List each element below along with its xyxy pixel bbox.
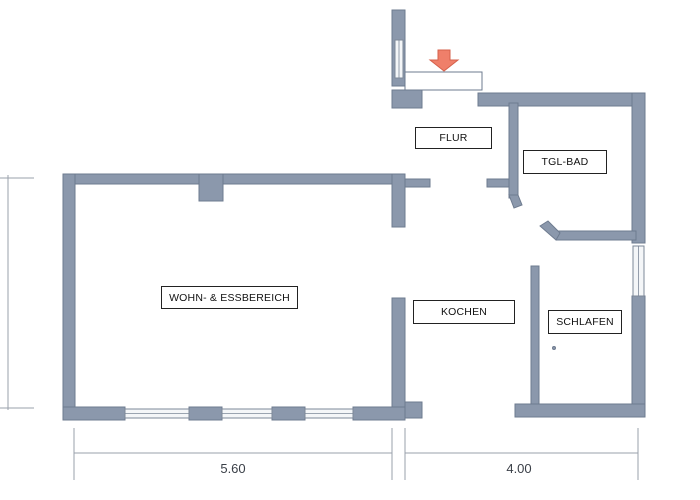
bottom-window-2 [221,408,273,419]
dimension-right-label: 4.00 [506,461,531,476]
bottom-wall-right [514,403,646,418]
dimension-right: 4.00 [404,428,639,480]
kitchen-corner [404,401,423,419]
room-label-schlafen: SCHLAFEN [548,310,622,334]
living-top-wall [62,173,401,185]
entry-door-threshold [404,71,483,91]
living-right-wall-lower [391,297,406,419]
living-bottom-wall-d [352,406,406,421]
room-label-tgl-bad: TGL-BAD [523,150,607,174]
flur-stub-wall [486,178,510,188]
right-window [632,245,645,297]
dimension-left-label: 5.60 [220,461,245,476]
bath-bottom-wall [555,230,637,241]
bottom-window-1 [124,408,190,419]
bedroom-marker [552,346,556,350]
bottom-window-3 [304,408,354,419]
flur-stub-left [404,178,431,188]
living-bottom-wall-c [271,406,306,421]
bedroom-left-wall [530,265,540,407]
living-column [198,173,224,202]
bath-wall-corner [508,194,523,209]
right-wall-upper [631,92,646,244]
bath-left-wall [508,102,519,199]
room-label-flur: FLUR [415,127,492,149]
room-label-kochen: KOCHEN [413,300,515,324]
living-left-wall [62,173,76,420]
entry-arrow-icon [428,49,460,72]
right-wall-lower [631,295,646,417]
living-right-wall-upper [391,173,406,228]
entry-wall-left-lower [391,89,423,109]
top-wall-right [477,92,646,107]
living-bottom-wall-a [62,406,126,421]
living-bottom-wall-b [188,406,223,421]
room-label-wohn-ess: WOHN- & ESSBEREICH [161,286,298,309]
bath-wall-diagonal [539,220,561,241]
entry-window [394,39,404,79]
vertical-dimension-line [0,175,34,410]
dimension-left: 5.60 [73,428,393,480]
